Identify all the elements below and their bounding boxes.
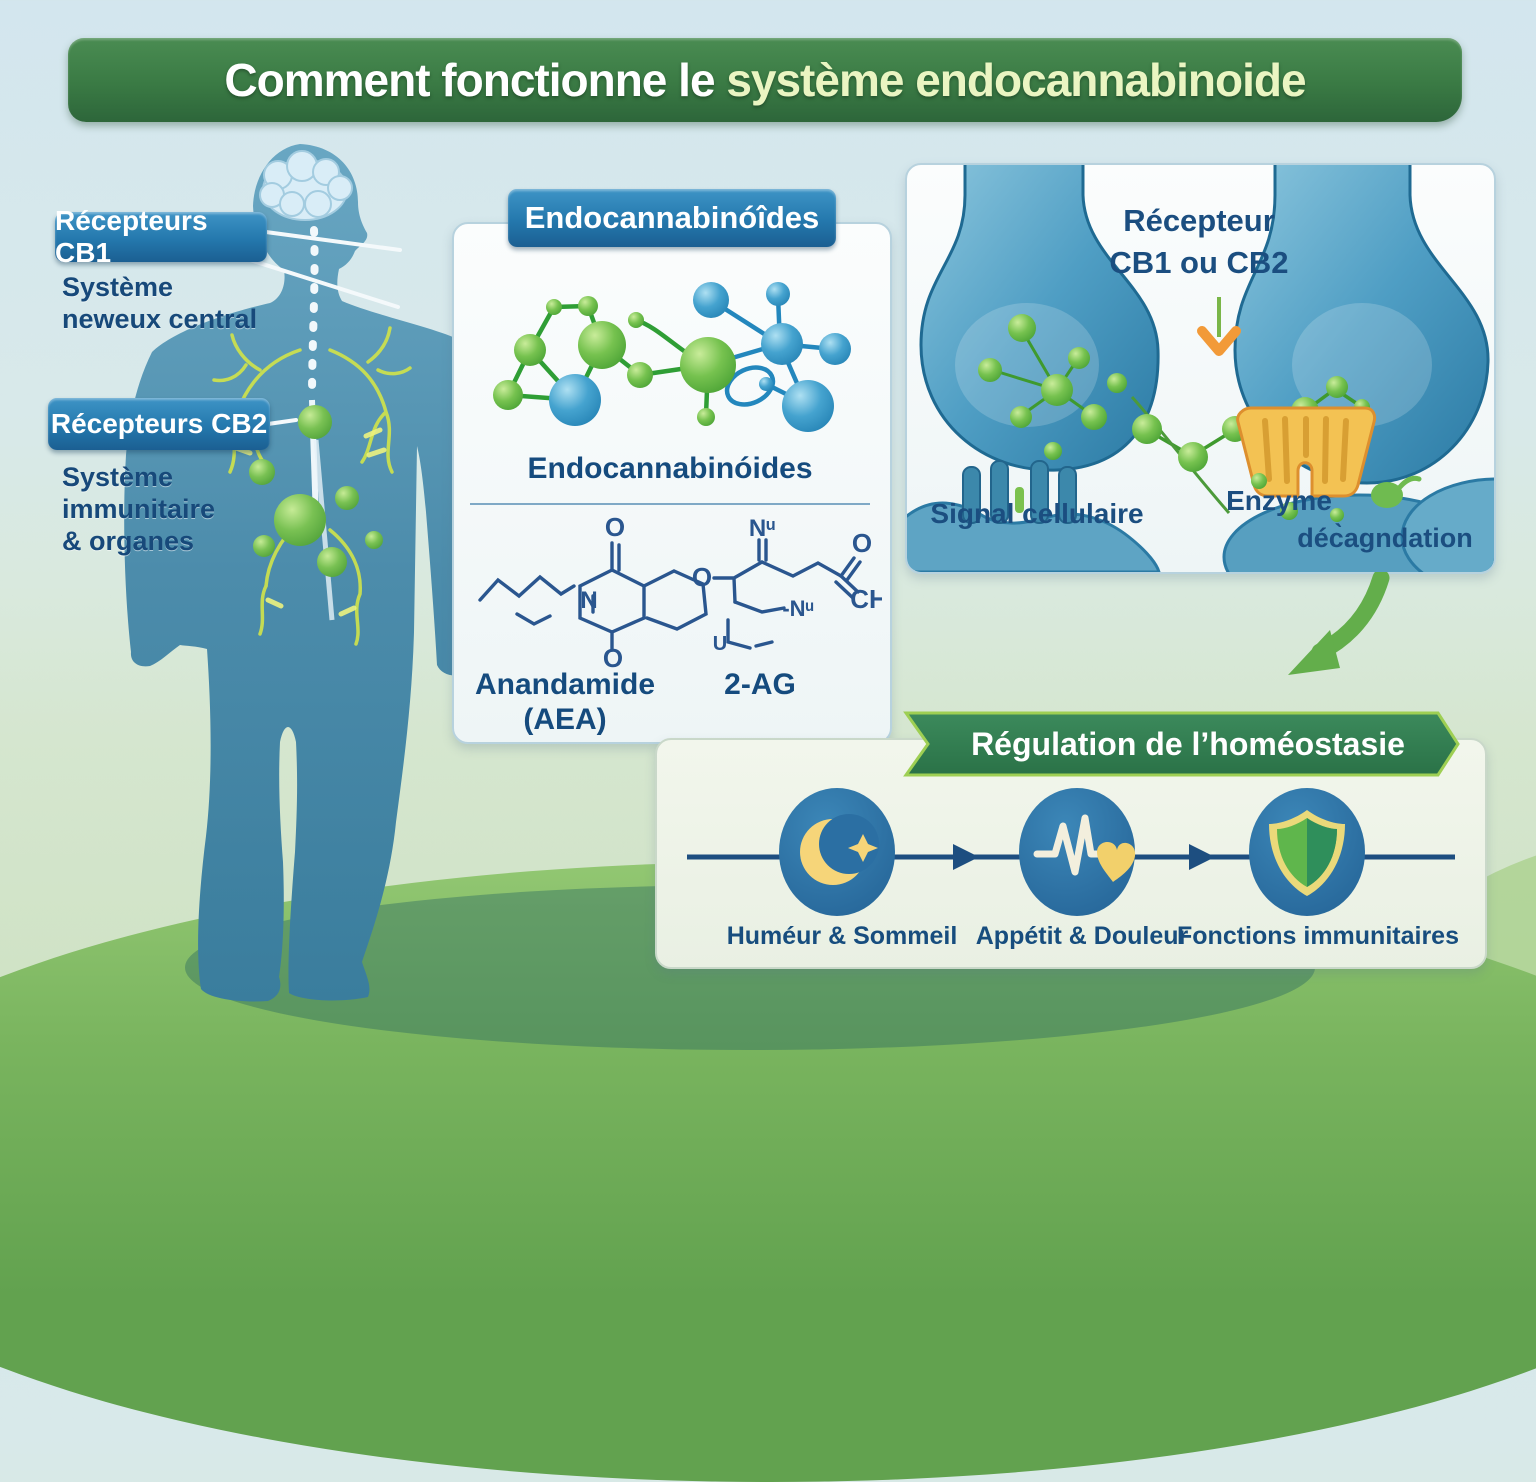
atom-n-top: Nᵘ: [749, 516, 775, 542]
ligand-in-channel: [1015, 487, 1024, 513]
item-label-mood-sleep: Huméur & Sommeil: [726, 922, 958, 950]
pointer-lines: [248, 230, 402, 426]
anandamide-line1: Anandamide: [474, 668, 656, 701]
human-body-figure: [124, 144, 498, 1002]
cb1-caption-line1: Système: [62, 272, 174, 302]
green-spheres-cluster: [249, 405, 383, 577]
homeostasis-flow: [687, 788, 1455, 916]
title-highlight: système endocannabinoide: [726, 54, 1306, 106]
molecule-cluster: [493, 282, 851, 432]
enzyme-label: Enzyme: [1226, 485, 1332, 516]
cb2-caption-line2: immunitaire: [62, 493, 216, 524]
title-banner: Comment fonctionne le système endocannab…: [68, 38, 1462, 122]
atom-o-left: O: [692, 562, 712, 592]
atom-o-top: O: [605, 516, 625, 542]
regulation-banner: Régulation de l’homéostasie: [903, 711, 1460, 777]
item-label-appetite-pain: Appétit & Douleur: [975, 922, 1189, 950]
atom-n: N: [580, 587, 597, 614]
molecule-caption: Endocannabinóides: [527, 452, 813, 485]
receptor-channels: [962, 460, 1077, 524]
anandamide-label: Anandamide (AEA): [470, 668, 660, 737]
atom-n-mid: -Nᵘ: [782, 596, 813, 621]
signal-label: Signal cellulaire: [930, 498, 1143, 529]
atom-o-bottom: O: [603, 643, 623, 668]
regulation-banner-text: Régulation de l’homéostasie: [971, 726, 1405, 762]
down-arrow-icon: [1197, 297, 1241, 356]
degradation-label: déc̀agndation: [1297, 522, 1473, 553]
blue-bonds: [707, 295, 834, 407]
endocannabinoids-header-badge: Endocannabinóîdes: [508, 189, 836, 247]
panel-divider: [470, 503, 870, 505]
heartbeat-icon: [1019, 788, 1136, 916]
spine-dotted-line: [308, 226, 319, 404]
receptor-label-line2: CB1 ou CB2: [1109, 245, 1288, 280]
title-prefix: Comment fonctionne le: [224, 54, 727, 106]
receptor-label-line1: Récepteur: [1123, 203, 1275, 238]
atom-u: U: [713, 633, 727, 655]
membrane-cell-far-right: [1400, 477, 1494, 572]
brain-illustration: [259, 150, 353, 221]
body-silhouette: [124, 144, 498, 1002]
item-label-immune: Fonctions immunitaires: [1177, 922, 1459, 950]
cb1-receptor-badge: Récepteurs CB1: [55, 205, 267, 268]
anandamide-structure: [478, 541, 708, 652]
enzyme-grooves: [1262, 416, 1349, 484]
atom-o-right: O: [852, 528, 872, 558]
ag-label: 2-AG: [724, 668, 796, 701]
cb1-caption-line2: neweux central: [62, 303, 258, 334]
cb2-caption: Système immunitaire & organes: [62, 462, 215, 558]
presynaptic-terminal: [919, 165, 1160, 472]
cb1-caption: Système neweux central: [62, 272, 257, 336]
vesicles: [978, 314, 1107, 460]
synapse-illustration: Récepteur CB1 ou CB2 Signal cellulaire E…: [907, 165, 1494, 572]
cb2-caption-line1: Système: [62, 462, 174, 492]
thin-green-line: [1130, 395, 1231, 514]
curved-arrow-icon: [1288, 572, 1390, 675]
degraded-fragments: [1251, 473, 1422, 522]
shield-icon: [1249, 788, 1365, 916]
synapse-panel: Récepteur CB1 ou CB2 Signal cellulaire E…: [905, 163, 1496, 574]
cb2-receptor-badge: Récepteurs CB2: [48, 398, 270, 450]
moon-icon: [779, 788, 895, 916]
flow-arrowhead-1: [953, 844, 979, 870]
endocannabinoids-panel: [452, 222, 892, 744]
enzyme-structure: [1236, 406, 1377, 498]
flow-arrowhead-2: [1189, 844, 1215, 870]
cb2-caption-line3: & organes: [62, 525, 195, 556]
ag-structure: [712, 538, 862, 650]
anandamide-line2: (AEA): [523, 702, 607, 736]
atom-ch: CH: [850, 584, 882, 614]
chemical-structures: O N O Nᵘ O O CH -Nᵘ U: [478, 516, 882, 668]
atom-labels: O N O Nᵘ O O CH -Nᵘ U: [580, 516, 882, 668]
molecule-atoms: [493, 282, 851, 432]
